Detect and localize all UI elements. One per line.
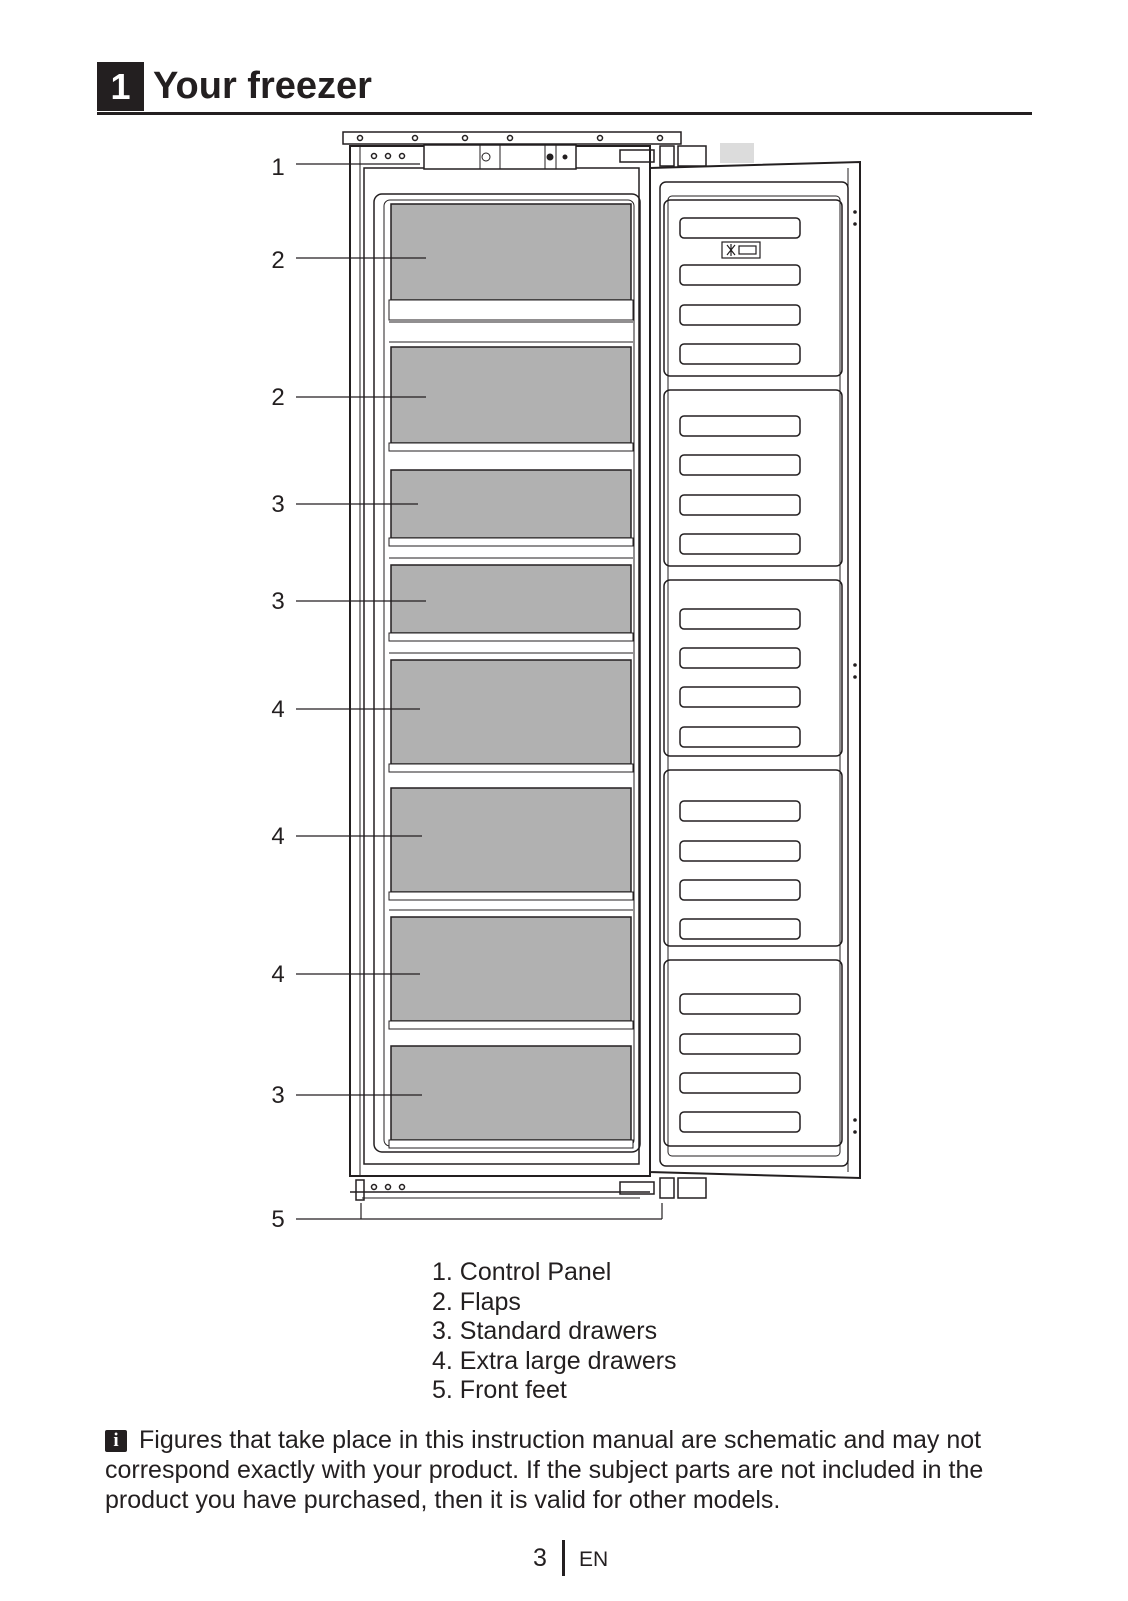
callout-number: 1 <box>271 154 284 181</box>
callout-number: 3 <box>271 1082 284 1109</box>
section-number-badge: 1 <box>97 62 144 111</box>
footer-divider <box>562 1540 565 1576</box>
callout-numbers: 1 2 2 3 3 4 4 4 3 5 <box>271 154 284 1233</box>
drawer-2 <box>390 346 632 444</box>
callout-number: 4 <box>271 696 284 723</box>
language-code: EN <box>579 1548 609 1571</box>
drawer-6 <box>390 787 632 893</box>
legend-item: 5. Front feet <box>432 1376 567 1404</box>
parts-legend: 1. Control Panel 2. Flaps 3. Standard dr… <box>432 1258 677 1406</box>
freezer-door <box>649 160 861 1180</box>
legend-item: 3. Standard drawers <box>432 1317 658 1345</box>
drawer-5 <box>390 659 632 765</box>
freezer-diagram: 1 2 2 3 3 4 4 4 3 5 <box>271 131 861 1233</box>
callout-number: 4 <box>271 961 284 988</box>
shelf-rails <box>388 299 634 1149</box>
page-title: Your freezer <box>153 65 372 107</box>
hinges <box>619 145 707 1199</box>
top-mounting-plate <box>342 131 682 145</box>
callout-number: 2 <box>271 247 284 274</box>
callout-number: 3 <box>271 491 284 518</box>
drawer-1 <box>390 203 632 301</box>
info-icon: i <box>105 1430 127 1452</box>
section-header: 1 Your freezer <box>97 62 1032 115</box>
page-number: 3 <box>533 1544 547 1572</box>
door-slots <box>679 217 801 1133</box>
legend-item: 2. Flaps <box>432 1287 521 1316</box>
bottom-plinth <box>350 1179 650 1201</box>
legend-item: 1. Control Panel <box>432 1258 612 1286</box>
drawer-8 <box>390 1045 632 1141</box>
hinge-cover <box>720 143 754 163</box>
control-panel <box>370 144 577 170</box>
page-footer: 3 EN <box>0 1538 1128 1578</box>
info-note-text: Figures that take place in this instruct… <box>105 1426 984 1514</box>
callout-leader-lines <box>296 163 663 1220</box>
callout-number: 2 <box>271 384 284 411</box>
callout-number: 5 <box>271 1206 284 1233</box>
drawer-stack <box>390 203 632 1141</box>
callout-number: 4 <box>271 823 284 850</box>
snowflake-icon <box>721 241 761 259</box>
legend-item: 4. Extra large drawers <box>432 1346 677 1375</box>
drawer-3 <box>390 469 632 539</box>
drawer-4 <box>390 564 632 634</box>
drawer-7 <box>390 916 632 1022</box>
callout-number: 3 <box>271 588 284 615</box>
